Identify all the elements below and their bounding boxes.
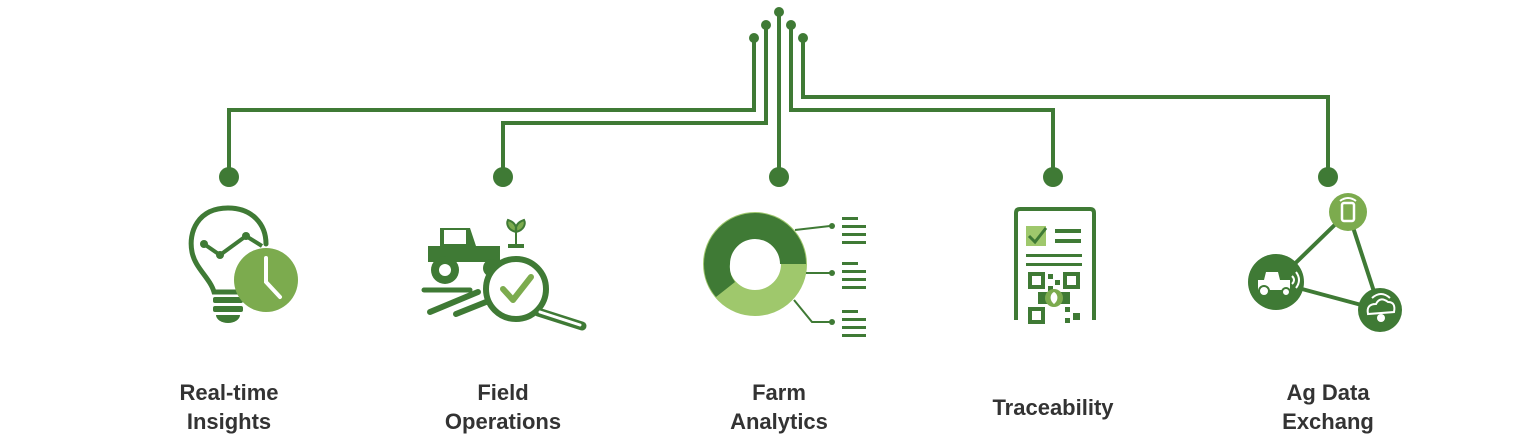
connector-real-time-insights <box>227 38 756 176</box>
terminal-top-2 <box>761 20 771 30</box>
connector-field-operations <box>501 25 768 176</box>
network-nodes-icon <box>1248 193 1402 332</box>
terminal-top-1 <box>749 33 759 43</box>
terminal-top-5 <box>798 33 808 43</box>
node-dot-1 <box>219 167 239 187</box>
lightbulb-chart-clock-icon <box>188 205 298 323</box>
label-traceability: Traceability <box>943 393 1163 422</box>
label-line-1: Ag Data <box>1286 380 1370 405</box>
connector-tree <box>227 12 1330 176</box>
label-line-1: Field <box>477 380 529 405</box>
node-dot-3 <box>769 167 789 187</box>
label-ag-data-exchange: Ag Data Exchang <box>1218 378 1438 436</box>
label-line-2: Operations <box>444 409 562 434</box>
tractor-magnifier-check-icon <box>421 218 587 331</box>
connector-ag-data-exchange <box>801 38 1330 176</box>
connector-traceability <box>789 25 1055 176</box>
label-farm-analytics: Farm Analytics <box>669 378 889 436</box>
label-line-1: Real-time <box>179 380 279 405</box>
label-line-1: Farm <box>752 380 806 405</box>
document-qr-code-icon <box>1014 207 1096 324</box>
label-real-time-insights: Real-time Insights <box>119 378 339 436</box>
label-line-2: Insights <box>186 409 272 434</box>
node-dot-5 <box>1318 167 1338 187</box>
label-line-1: Traceability <box>992 395 1114 420</box>
label-field-operations: Field Operations <box>393 378 613 436</box>
node-dot-4 <box>1043 167 1063 187</box>
donut-chart-icon <box>703 212 866 337</box>
terminal-top-3 <box>774 7 784 17</box>
terminal-top-4 <box>786 20 796 30</box>
label-line-2: Analytics <box>730 409 828 434</box>
node-dot-2 <box>493 167 513 187</box>
label-line-2: Exchang <box>1282 409 1374 434</box>
connector-terminals <box>219 7 1338 187</box>
